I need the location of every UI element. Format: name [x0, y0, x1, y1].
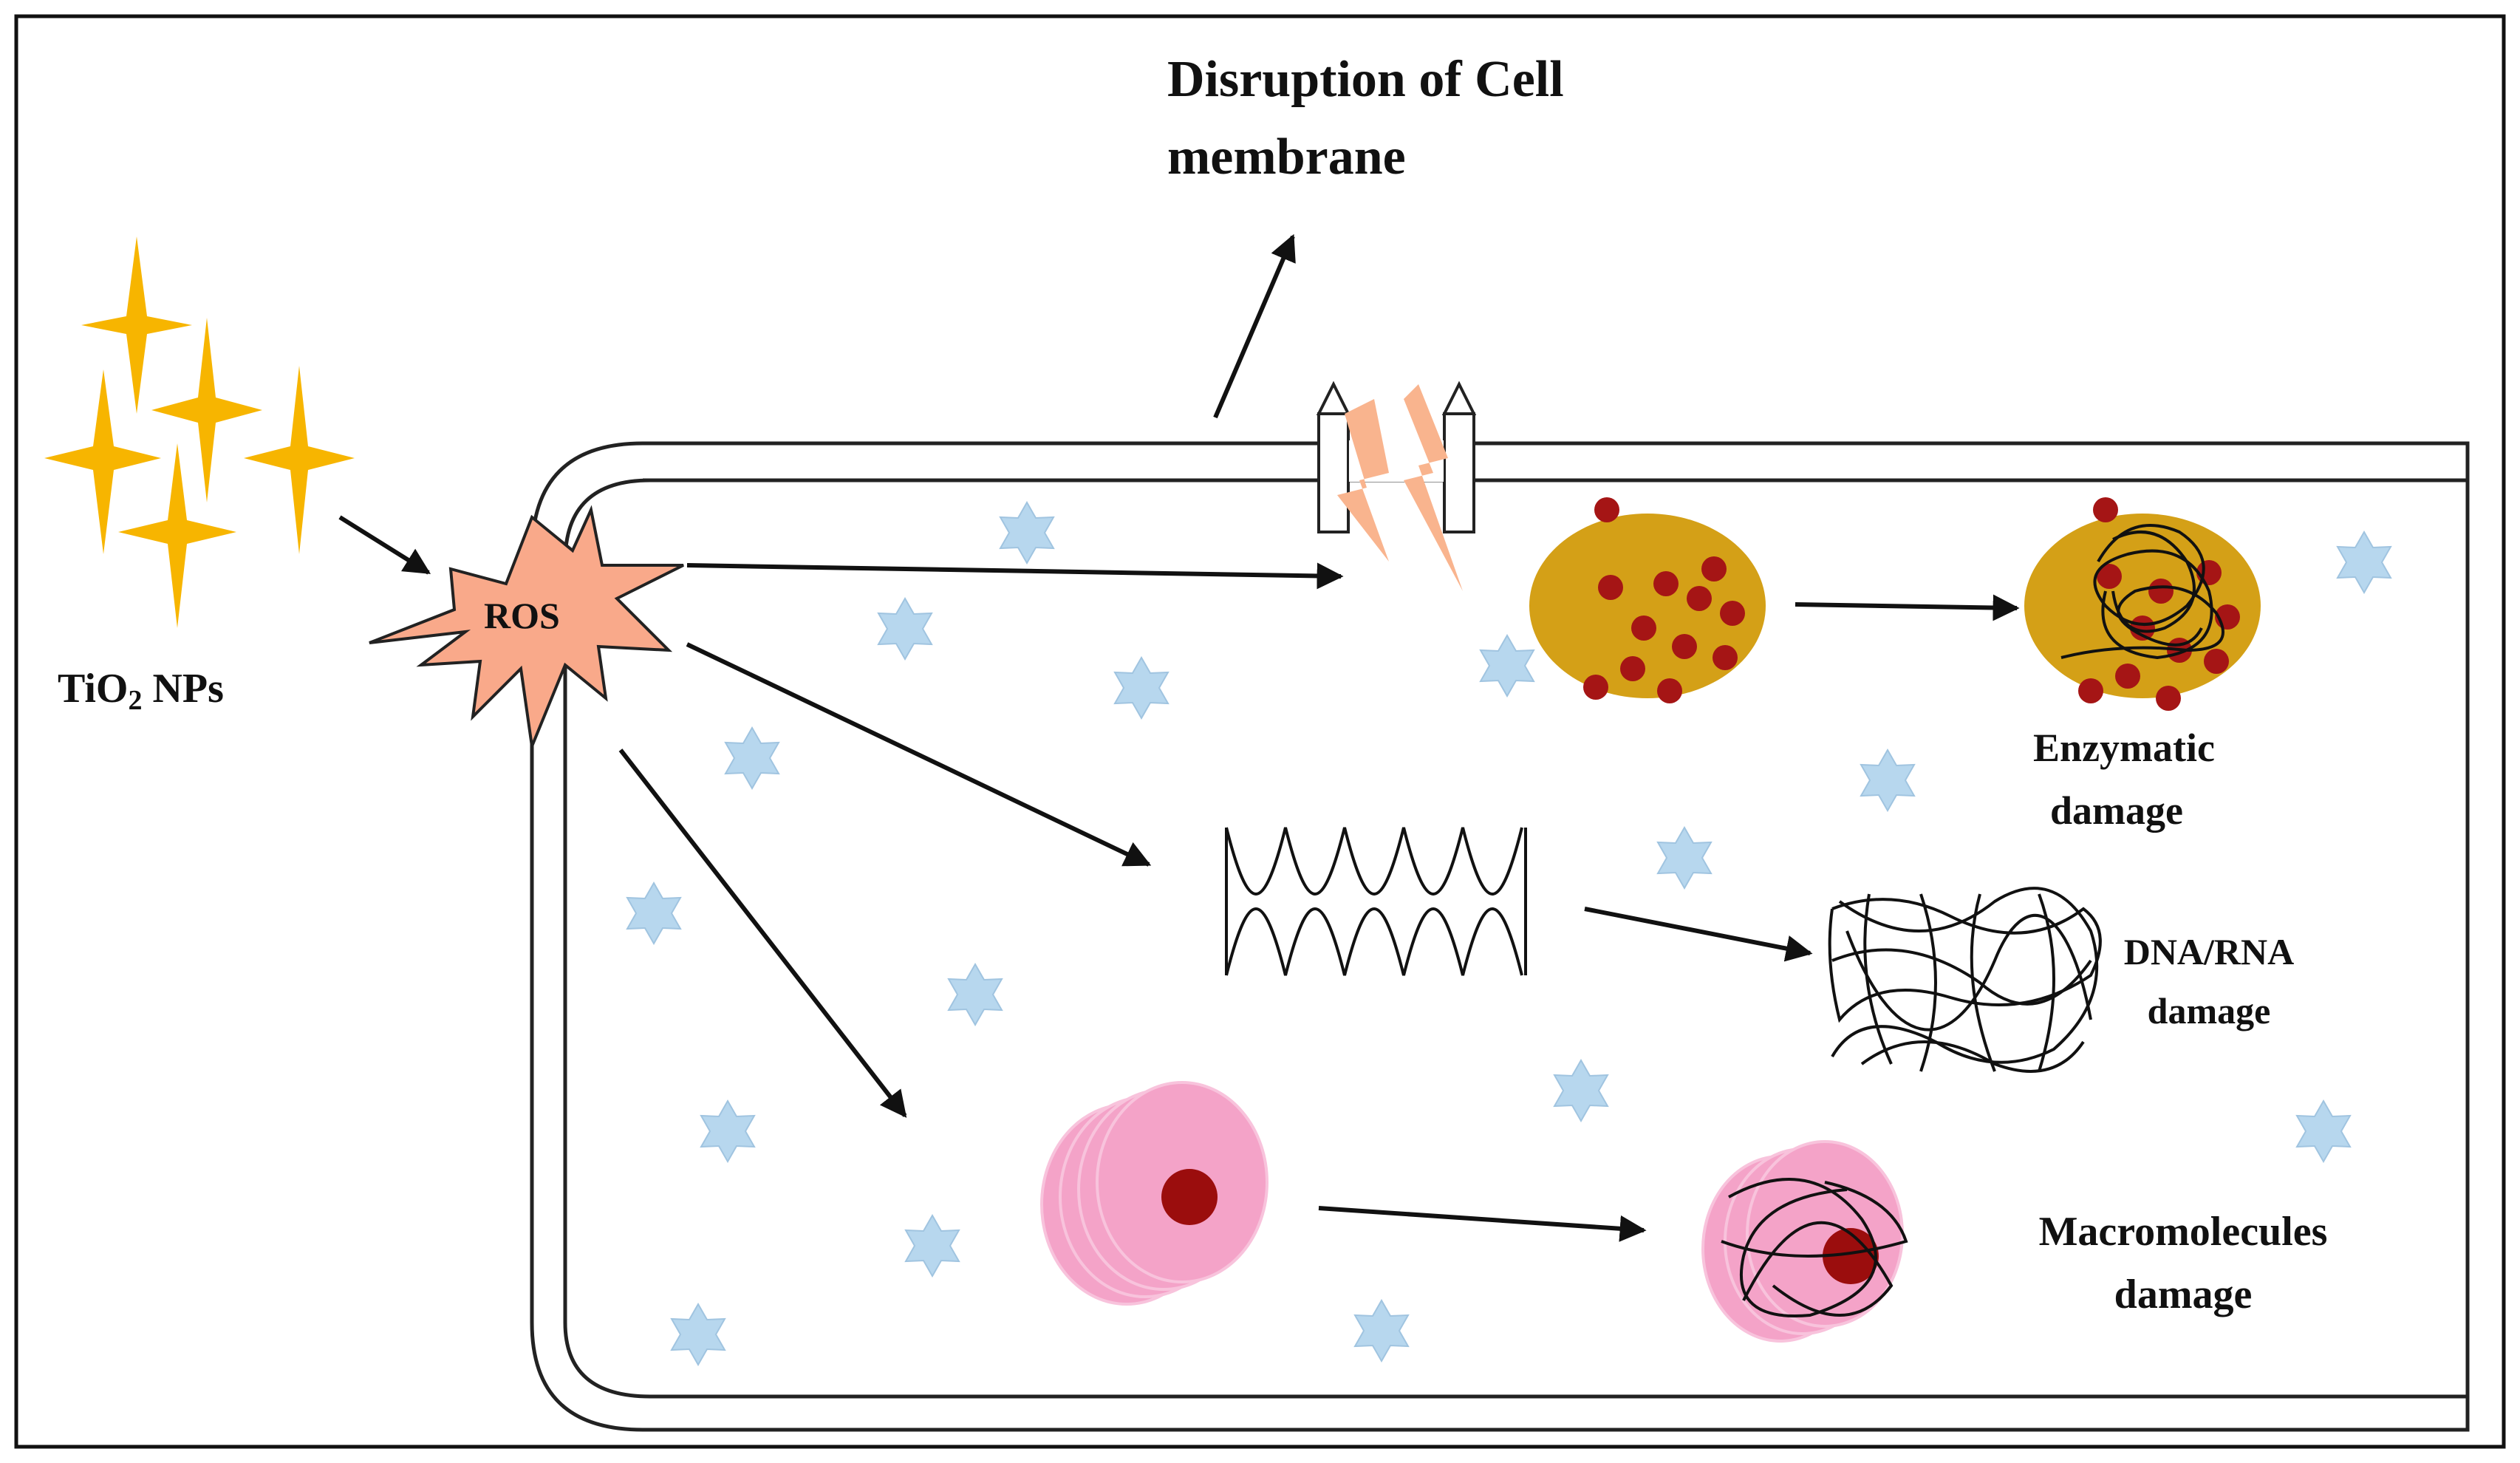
nanoparticle-star-icon — [44, 369, 161, 554]
ion-icon — [1479, 633, 1535, 698]
enzymatic-label-line-1: Enzymatic — [2033, 726, 2215, 770]
macromolecule-damaged — [1701, 1140, 1908, 1343]
ion-icon — [1656, 825, 1713, 890]
arrow-np-to-ros — [338, 515, 431, 575]
ion-icon — [700, 1099, 756, 1164]
arrow-dna-damage — [1584, 907, 1813, 962]
nanoparticle-star-icon — [151, 318, 262, 502]
ion-icon — [947, 962, 1003, 1027]
ions — [626, 500, 2392, 1367]
arrows — [338, 233, 2020, 1242]
enzyme-healthy — [1529, 497, 1766, 703]
arrow-enzyme-damage — [1795, 594, 2020, 621]
nanoparticle-star-icon — [81, 236, 192, 414]
macromolecules-label-line-1: Macromolecules — [2039, 1209, 2328, 1255]
ion-icon — [724, 726, 780, 791]
macromolecules-label-line-2: damage — [2114, 1272, 2253, 1317]
ion-icon — [626, 881, 682, 946]
ion-icon — [670, 1302, 726, 1367]
ion-icon — [2336, 530, 2392, 595]
ros-label: ROS — [484, 595, 560, 636]
arrow-ros-to-macromolecule — [618, 748, 907, 1118]
dna-helix-healthy — [1225, 827, 1527, 976]
dna-rna-label-line-2: damage — [2148, 990, 2271, 1031]
macromolecule-healthy — [1040, 1081, 1268, 1306]
ion-icon — [877, 596, 933, 661]
cell-membrane — [530, 441, 2470, 1432]
nanoparticle-cluster — [44, 236, 355, 628]
ion-icon — [1113, 655, 1169, 720]
dna-rna-label-line-1: DNA/RNA — [2124, 931, 2295, 972]
dna-tangle-damaged — [1828, 887, 2102, 1073]
ion-icon — [904, 1213, 960, 1278]
arrow-membrane-disruption — [1213, 233, 1296, 419]
title-line-1: Disruption of Cell — [1167, 51, 1564, 108]
ion-icon — [1353, 1298, 1410, 1363]
arrow-ros-to-membrane — [686, 562, 1344, 590]
title-line-2: membrane — [1167, 129, 1406, 185]
arrow-macromolecule-damage — [1318, 1206, 1647, 1242]
ros-burst-icon — [369, 505, 684, 752]
enzymatic-label-line-2: damage — [2050, 788, 2183, 833]
membrane-break-icon — [1337, 384, 1463, 591]
ion-icon — [1860, 748, 1916, 813]
enzyme-damaged — [2024, 497, 2261, 711]
nanoparticle-label: TiO2 NPs — [58, 666, 224, 716]
ion-icon — [999, 500, 1055, 565]
arrow-ros-to-dna — [686, 642, 1152, 867]
ion-icon — [2295, 1099, 2352, 1164]
nanoparticle-star-icon — [244, 366, 355, 554]
ion-icon — [1553, 1058, 1609, 1123]
nanoparticle-star-icon — [118, 443, 236, 628]
